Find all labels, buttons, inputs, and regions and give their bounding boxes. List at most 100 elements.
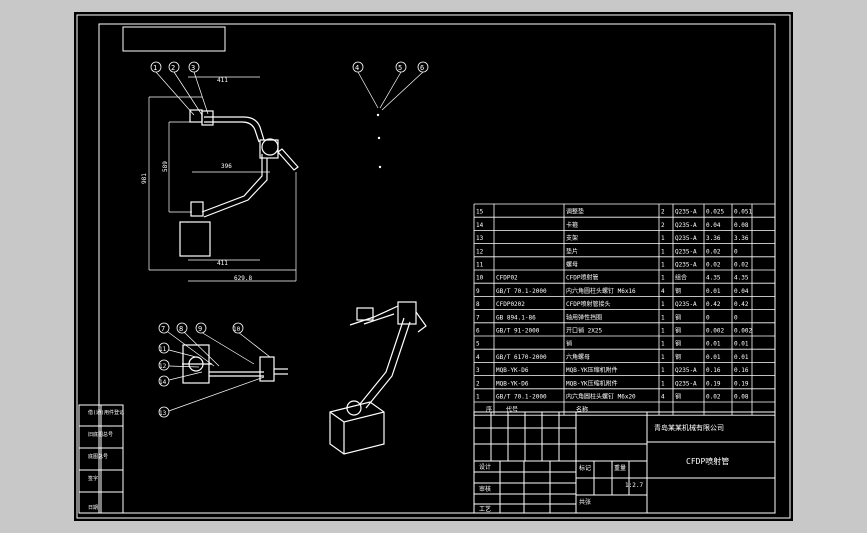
bom-cell-total: 0 xyxy=(734,314,738,321)
bom-cell-qty: 1 xyxy=(661,262,665,269)
bom-cell-name: CFDP喷射管 xyxy=(566,274,598,282)
iso-view xyxy=(329,301,427,455)
strip-label-4: 签字 xyxy=(88,475,98,482)
bom-cell-no: 3 xyxy=(476,367,480,374)
balloon-3: 3 xyxy=(191,64,195,72)
bom-cell-total: 0 xyxy=(734,248,738,255)
bom-cell-qty: 1 xyxy=(661,341,665,348)
bom-cell-qty: 1 xyxy=(661,314,665,321)
bom-cell-no: 15 xyxy=(476,209,484,216)
bom-cell-qty: 1 xyxy=(661,301,665,308)
bom-cell-unit: 0.002 xyxy=(706,328,724,335)
bom-cell-name: 支架 xyxy=(566,234,578,242)
bom-cell-name: 调整垫 xyxy=(566,208,584,216)
bom-cell-code: GB/T 91-2000 xyxy=(496,328,540,335)
bom-cell-unit: 0.01 xyxy=(706,354,721,361)
bom-cell-qty: 1 xyxy=(661,235,665,242)
bom-cell-total: 0.08 xyxy=(734,394,749,401)
bom-cell-code: CFDP0202 xyxy=(496,301,525,308)
bom-cell-code: GB/T 6170-2000 xyxy=(496,354,547,361)
bom-cell-qty: 1 xyxy=(661,354,665,361)
dim-411-bot: 411 xyxy=(217,260,228,267)
main-view xyxy=(179,109,299,257)
bom-cell-unit: 0.02 xyxy=(706,394,721,401)
strip-label-5: 日期 xyxy=(88,505,98,511)
bom-cell-no: 9 xyxy=(476,288,480,295)
bom-cell-unit: 0.16 xyxy=(706,367,721,374)
bom-cell-total: 0.01 xyxy=(734,341,749,348)
bom-header-no: 序 xyxy=(486,406,492,414)
title-block xyxy=(473,411,776,514)
bom-cell-material: Q235-A xyxy=(675,235,697,242)
dim-411-top: 411 xyxy=(217,77,228,84)
bom-cell-no: 11 xyxy=(476,262,484,269)
drawing-title: CFDP喷射管 xyxy=(686,456,729,466)
bom-cell-material: Q235-A xyxy=(675,262,697,269)
bom-cell-total: 0.051 xyxy=(734,209,752,216)
bom-cell-total: 0.01 xyxy=(734,354,749,361)
balloon-9: 9 xyxy=(198,325,202,333)
balloon-6: 6 xyxy=(420,64,424,72)
leaders xyxy=(155,71,424,413)
bom-cell-code: GB/T 70.1-2000 xyxy=(496,394,547,401)
bom-cell-name: 螺母 xyxy=(566,261,578,269)
bom-cell-qty: 1 xyxy=(661,328,665,335)
side-view xyxy=(182,344,288,384)
bom-cell-code: MQB-YK-D6 xyxy=(496,367,529,374)
label-sheet: 共张 xyxy=(579,498,591,506)
label-design: 设计 xyxy=(479,463,491,471)
bom-cell-material: Q235-A xyxy=(675,222,697,229)
bom-cell-unit: 0.02 xyxy=(706,248,721,255)
bom-cell-name: MQB-YK压缩机附件 xyxy=(566,366,618,374)
dim-629: 629.8 xyxy=(234,275,252,282)
bom-cell-material: Q235-A xyxy=(675,367,697,374)
bom-cell-qty: 1 xyxy=(661,367,665,374)
balloon-7: 7 xyxy=(161,325,165,333)
bom-cell-no: 6 xyxy=(476,328,480,335)
bom-cell-material: 组合 xyxy=(675,274,687,282)
bom-cell-code: GB/T 70.1-2000 xyxy=(496,288,547,295)
bom-cell-name: MQB-YK压缩机附件 xyxy=(566,379,618,387)
left-strip xyxy=(78,404,124,514)
bom-cell-qty: 4 xyxy=(661,394,665,401)
dim-981: 981 xyxy=(141,173,148,184)
bom-cell-unit: 0.42 xyxy=(706,301,721,308)
dim-396: 396 xyxy=(221,163,232,170)
drawing-sheet: 借(通)用件登记 旧底图总号 底图总号 签字 日期 411 589 981 39… xyxy=(74,12,793,521)
bom-cell-total: 0.002 xyxy=(734,328,752,335)
bom-cell-no: 4 xyxy=(476,354,480,361)
bom-cell-material: 钢 xyxy=(675,287,681,295)
bom-cell-no: 14 xyxy=(476,222,484,229)
balloon-1: 1 xyxy=(153,64,157,72)
bom-cell-unit: 0.04 xyxy=(706,222,721,229)
label-mark: 标记 xyxy=(579,464,591,472)
strip-label-2: 旧底图总号 xyxy=(88,431,113,438)
bom-cell-material: 钢 xyxy=(675,340,681,348)
bom-cell-code: CFDP02 xyxy=(496,275,518,282)
bom-cell-name: 轴用弹性挡圈 xyxy=(566,313,602,321)
bom-cell-qty: 2 xyxy=(661,222,665,229)
bom-cell-name: 销 xyxy=(566,340,572,348)
bom-cell-name: CFDP喷射管接头 xyxy=(566,300,610,308)
bom-cell-name: 垫片 xyxy=(566,247,578,255)
bom-cell-no: 7 xyxy=(476,314,480,321)
bom-cell-name: 开口销 2X25 xyxy=(566,327,602,335)
bom-cell-total: 0.19 xyxy=(734,380,749,387)
balloon-8: 8 xyxy=(179,325,183,333)
dimension-lines xyxy=(148,76,297,282)
cad-drawing: 借(通)用件登记 旧底图总号 底图总号 签字 日期 411 589 981 39… xyxy=(76,14,791,519)
scale-value: 1:2.7 xyxy=(625,482,643,489)
bom-cell-unit: 0.01 xyxy=(706,341,721,348)
bom-cell-material: Q235-A xyxy=(675,301,697,308)
bom-cell-unit: 4.35 xyxy=(706,275,721,282)
bom-cell-total: 4.35 xyxy=(734,275,749,282)
bom-cell-material: 钢 xyxy=(675,327,681,335)
label-process: 工艺 xyxy=(479,505,491,513)
dim-589: 589 xyxy=(162,161,169,172)
balloon-11: 11 xyxy=(159,346,167,353)
bom-cell-material: 钢 xyxy=(675,353,681,361)
balloon-14: 14 xyxy=(159,379,167,386)
bom-header-code: 代号 xyxy=(506,406,518,414)
bom-cell-no: 5 xyxy=(476,341,480,348)
